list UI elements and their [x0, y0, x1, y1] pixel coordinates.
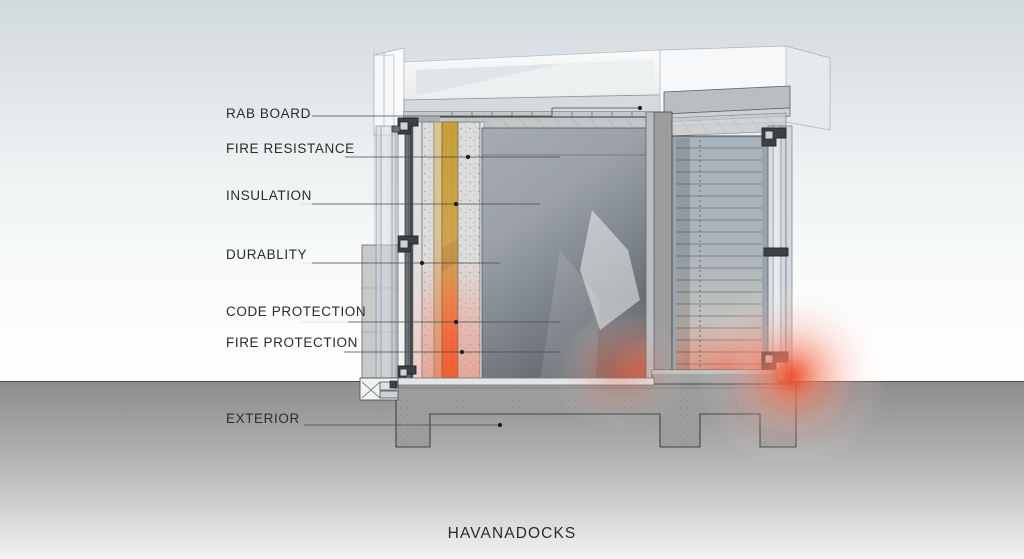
- annotation-label-insulation: INSULATION: [226, 188, 312, 203]
- parapet-ghost-left: [373, 47, 405, 136]
- leader-lines: [304, 105, 643, 428]
- leader-line-rab-board: [312, 107, 640, 117]
- leader-dot-fire-resistance: [465, 154, 471, 160]
- left-wall-assembly: [397, 119, 485, 383]
- below-grade-detail: [359, 377, 399, 401]
- left-curtain-wall-glazing: [375, 125, 397, 381]
- parapet-right: [659, 45, 831, 137]
- label-group: RAB BOARD FIRE RESISTANCE INSULATION DURABL…: [226, 106, 366, 426]
- annotation-label-code-protection: CODE PROTECTION: [226, 304, 366, 319]
- page-title: HAVANADOCKS: [448, 525, 577, 542]
- annotation-label-rab-board: RAB BOARD: [226, 106, 311, 121]
- interior-heat-glow-left: [550, 312, 690, 432]
- wall-anchor-brackets: [391, 117, 419, 381]
- annotation-label-fire-protection: FIRE PROTECTION: [226, 335, 358, 350]
- leader-dot-exterior: [497, 422, 503, 428]
- leader-dot-fire-protection: [459, 349, 465, 355]
- exterior-heat-glow: [696, 284, 888, 468]
- annotation-label-exterior: EXTERIOR: [226, 411, 300, 426]
- leader-dot-durablity: [419, 260, 425, 266]
- leader-dot-insulation: [453, 201, 459, 207]
- annotation-label-durablity: DURABLITY: [226, 247, 307, 262]
- leader-dot-code-protection: [453, 319, 459, 325]
- annotation-label-fire-resistance: FIRE RESISTANCE: [226, 141, 355, 156]
- leader-dot-rab-board: [637, 105, 643, 111]
